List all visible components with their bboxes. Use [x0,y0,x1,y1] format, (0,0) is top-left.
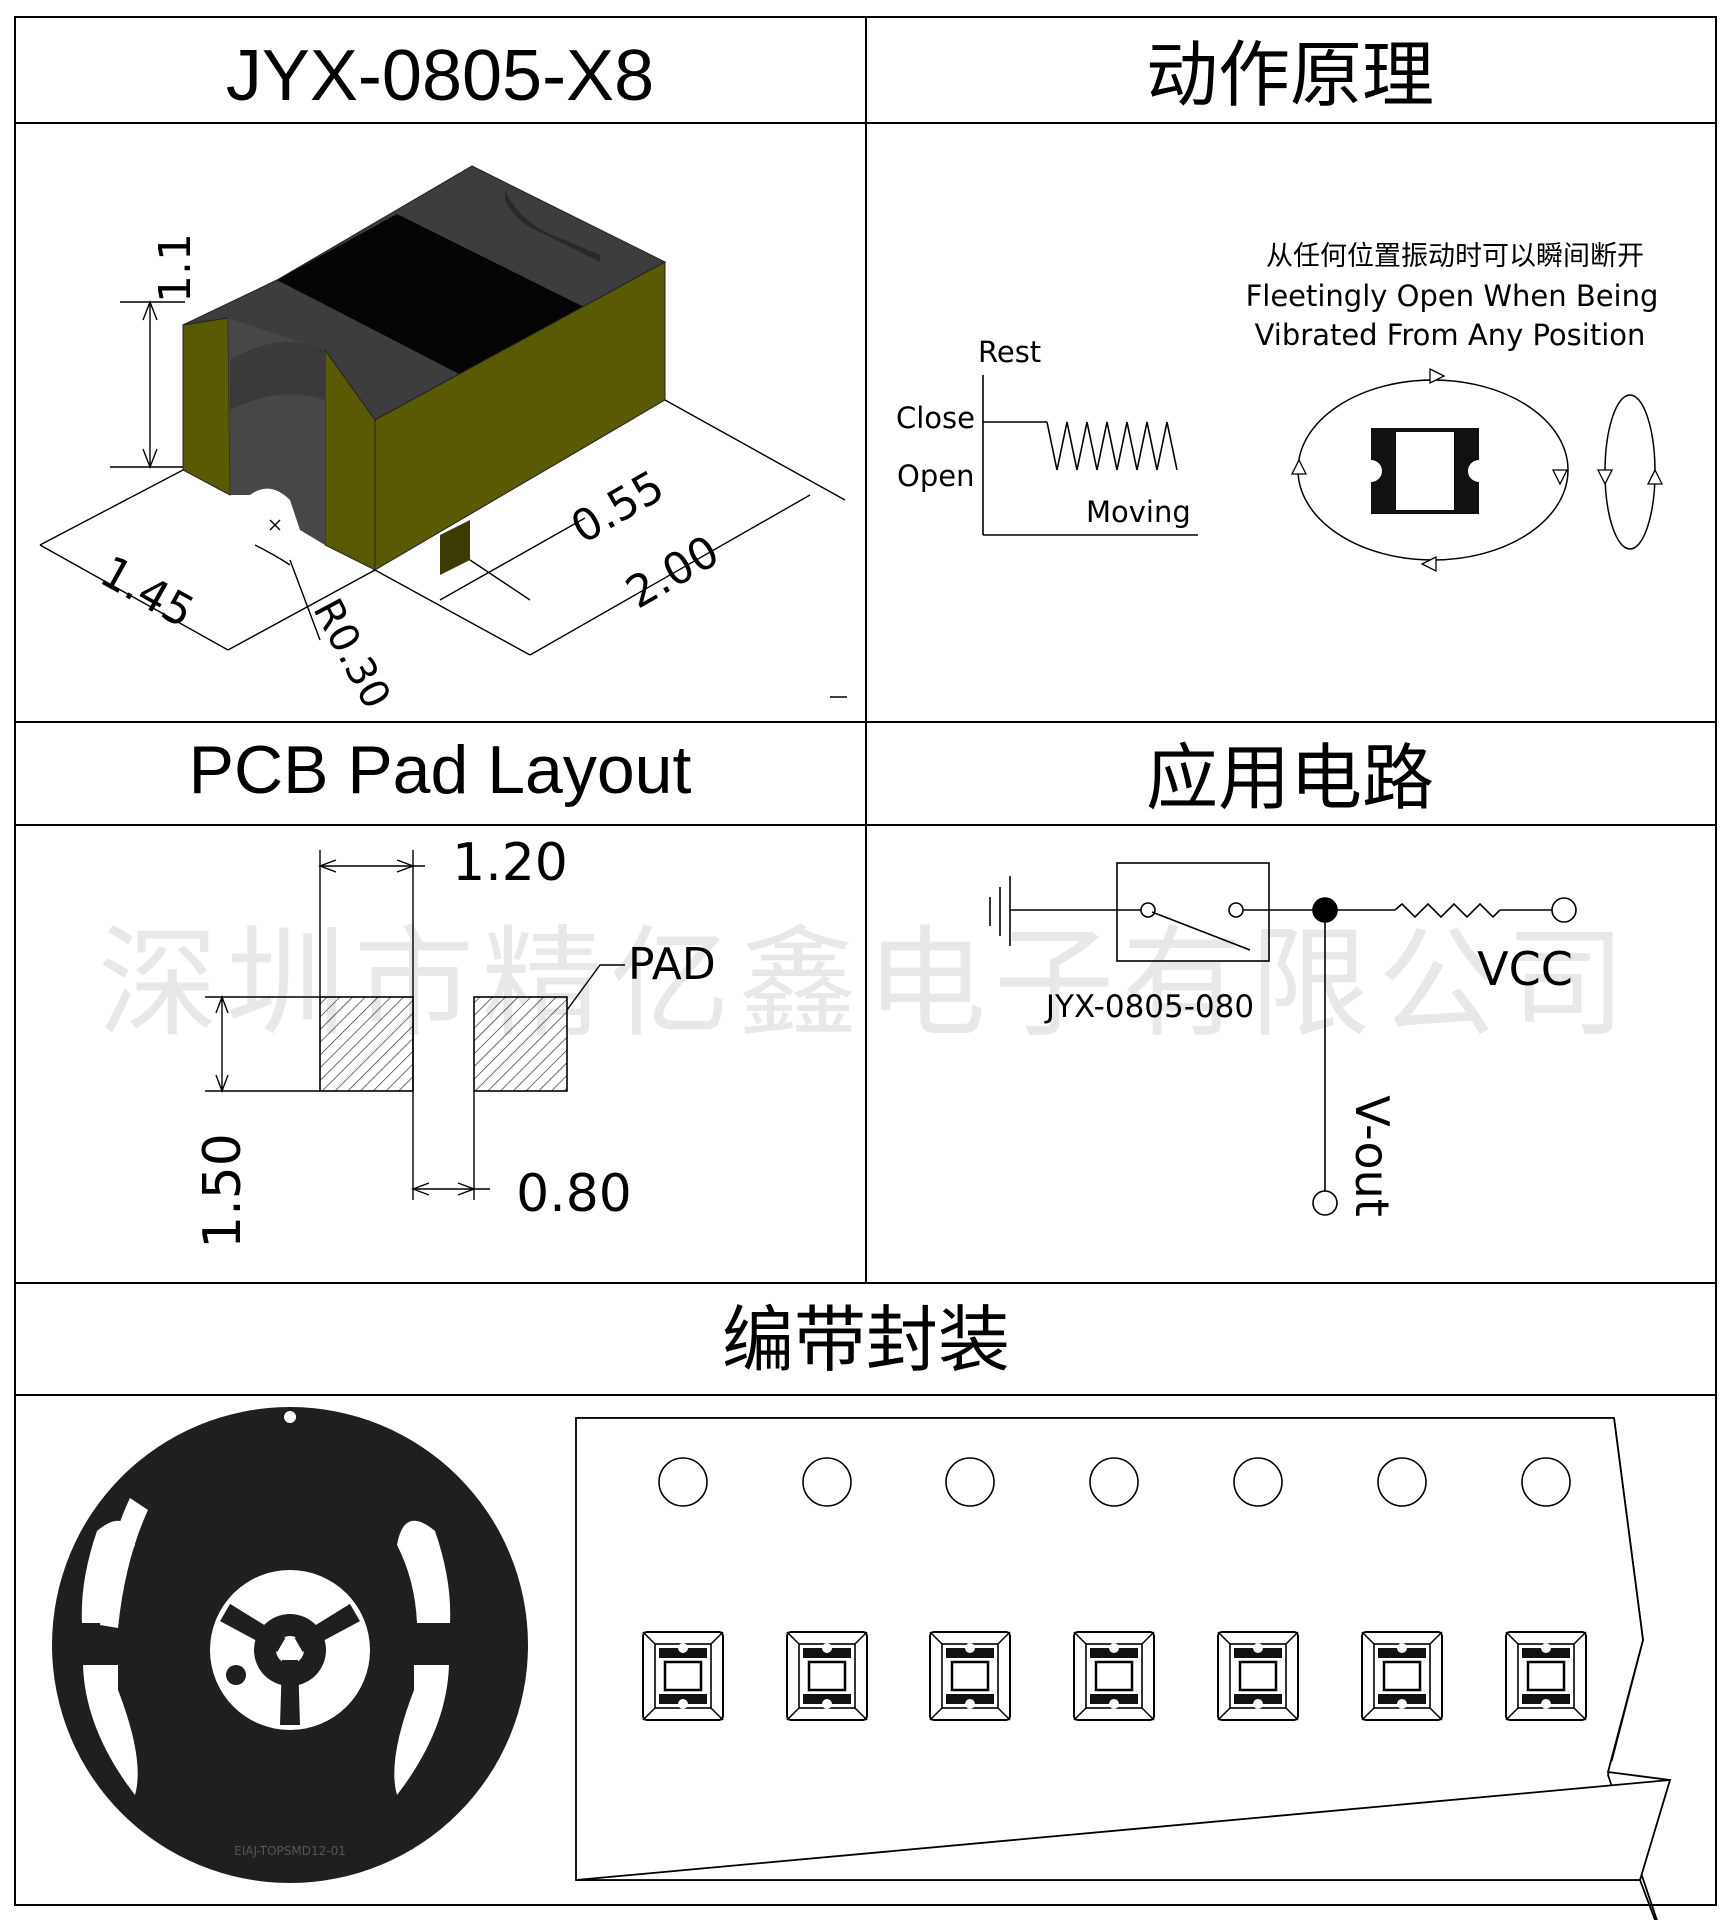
principle-title: 动作原理 [1146,36,1434,116]
tape-reel: EIAJ-TOPSMD12-01 [52,1407,528,1883]
pcb-dim-height: 1.50 [193,1133,253,1249]
sprocket-hole [1521,1457,1571,1507]
reel-label: EIAJ-TOPSMD12-01 [234,1844,346,1858]
resistor [1394,902,1501,919]
pad-right [473,996,568,1092]
principle-caption-en-2: Vibrated From Any Position [1255,318,1646,352]
pad-left [319,996,414,1092]
principle-caption-cn: 从任何位置振动时可以瞬间断开 [1266,241,1644,272]
tape-pocket [1217,1631,1299,1721]
dim-width-label: 1.45 [92,546,202,638]
dim-length-label: 2.00 [618,526,728,619]
circuit-part-label: JYX-0805-080 [1044,989,1254,1025]
component-side-shadow [440,520,470,575]
switch-box [1116,862,1270,962]
component-top-electrode [277,214,590,377]
dim-pad-label: 0.55 [563,461,673,554]
carrier-tape [575,1417,1672,1920]
sprocket-hole [1233,1457,1283,1507]
tape-pocket [642,1631,724,1721]
tape-title: 编带封装 [722,1301,1010,1381]
sprocket-hole [945,1457,995,1507]
vcc-terminal [1551,897,1577,923]
waveform-close-label: Close [896,401,975,435]
sprocket-hole [1089,1457,1139,1507]
waveform-moving-label: Moving [1086,495,1191,529]
circuit-vout-label: V-out [1345,1095,1399,1217]
sprocket-holes [658,1457,1571,1507]
sprocket-hole [658,1457,708,1507]
circuit-vcc-label: VCC [1477,942,1573,996]
tape-pocket [1361,1631,1443,1721]
circuit-title: 应用电路 [1146,739,1434,819]
component-dimension-lines [39,300,846,656]
component-3d-drawing [181,165,667,575]
tape-pockets [642,1631,1587,1721]
switch-waveform [982,375,1198,536]
component-end-face [182,317,231,496]
pcb-pads [319,996,568,1092]
circuit-diagram [989,862,1577,1216]
pcb-pad-label: PAD [628,939,716,990]
pcb-title: PCB Pad Layout [189,732,692,808]
pcb-dim-top: 1.20 [452,833,568,893]
sprocket-hole [1377,1457,1427,1507]
model-title: JYX-0805-X8 [226,36,654,116]
dim-height-label: 1.1 [150,233,201,303]
rotation-diagram [1290,367,1664,573]
waveform-open-label: Open [897,459,974,493]
sprocket-hole [802,1457,852,1507]
waveform-rest-label: Rest [978,335,1041,369]
table-grid [14,16,1717,1906]
tape-pocket [1505,1631,1587,1721]
vout-terminal [1312,1190,1338,1216]
tape-pocket [929,1631,1011,1721]
dim-radius-label: R0.30 [304,592,399,717]
principle-caption-en-1: Fleetingly Open When Being [1246,279,1659,313]
pcb-dim-gap: 0.80 [516,1164,632,1224]
pcb-dimension-lines [205,850,625,1200]
component-top-notch [505,190,600,262]
component-end-notch-arc [230,342,325,410]
tape-pocket [1073,1631,1155,1721]
tape-pocket [786,1631,868,1721]
